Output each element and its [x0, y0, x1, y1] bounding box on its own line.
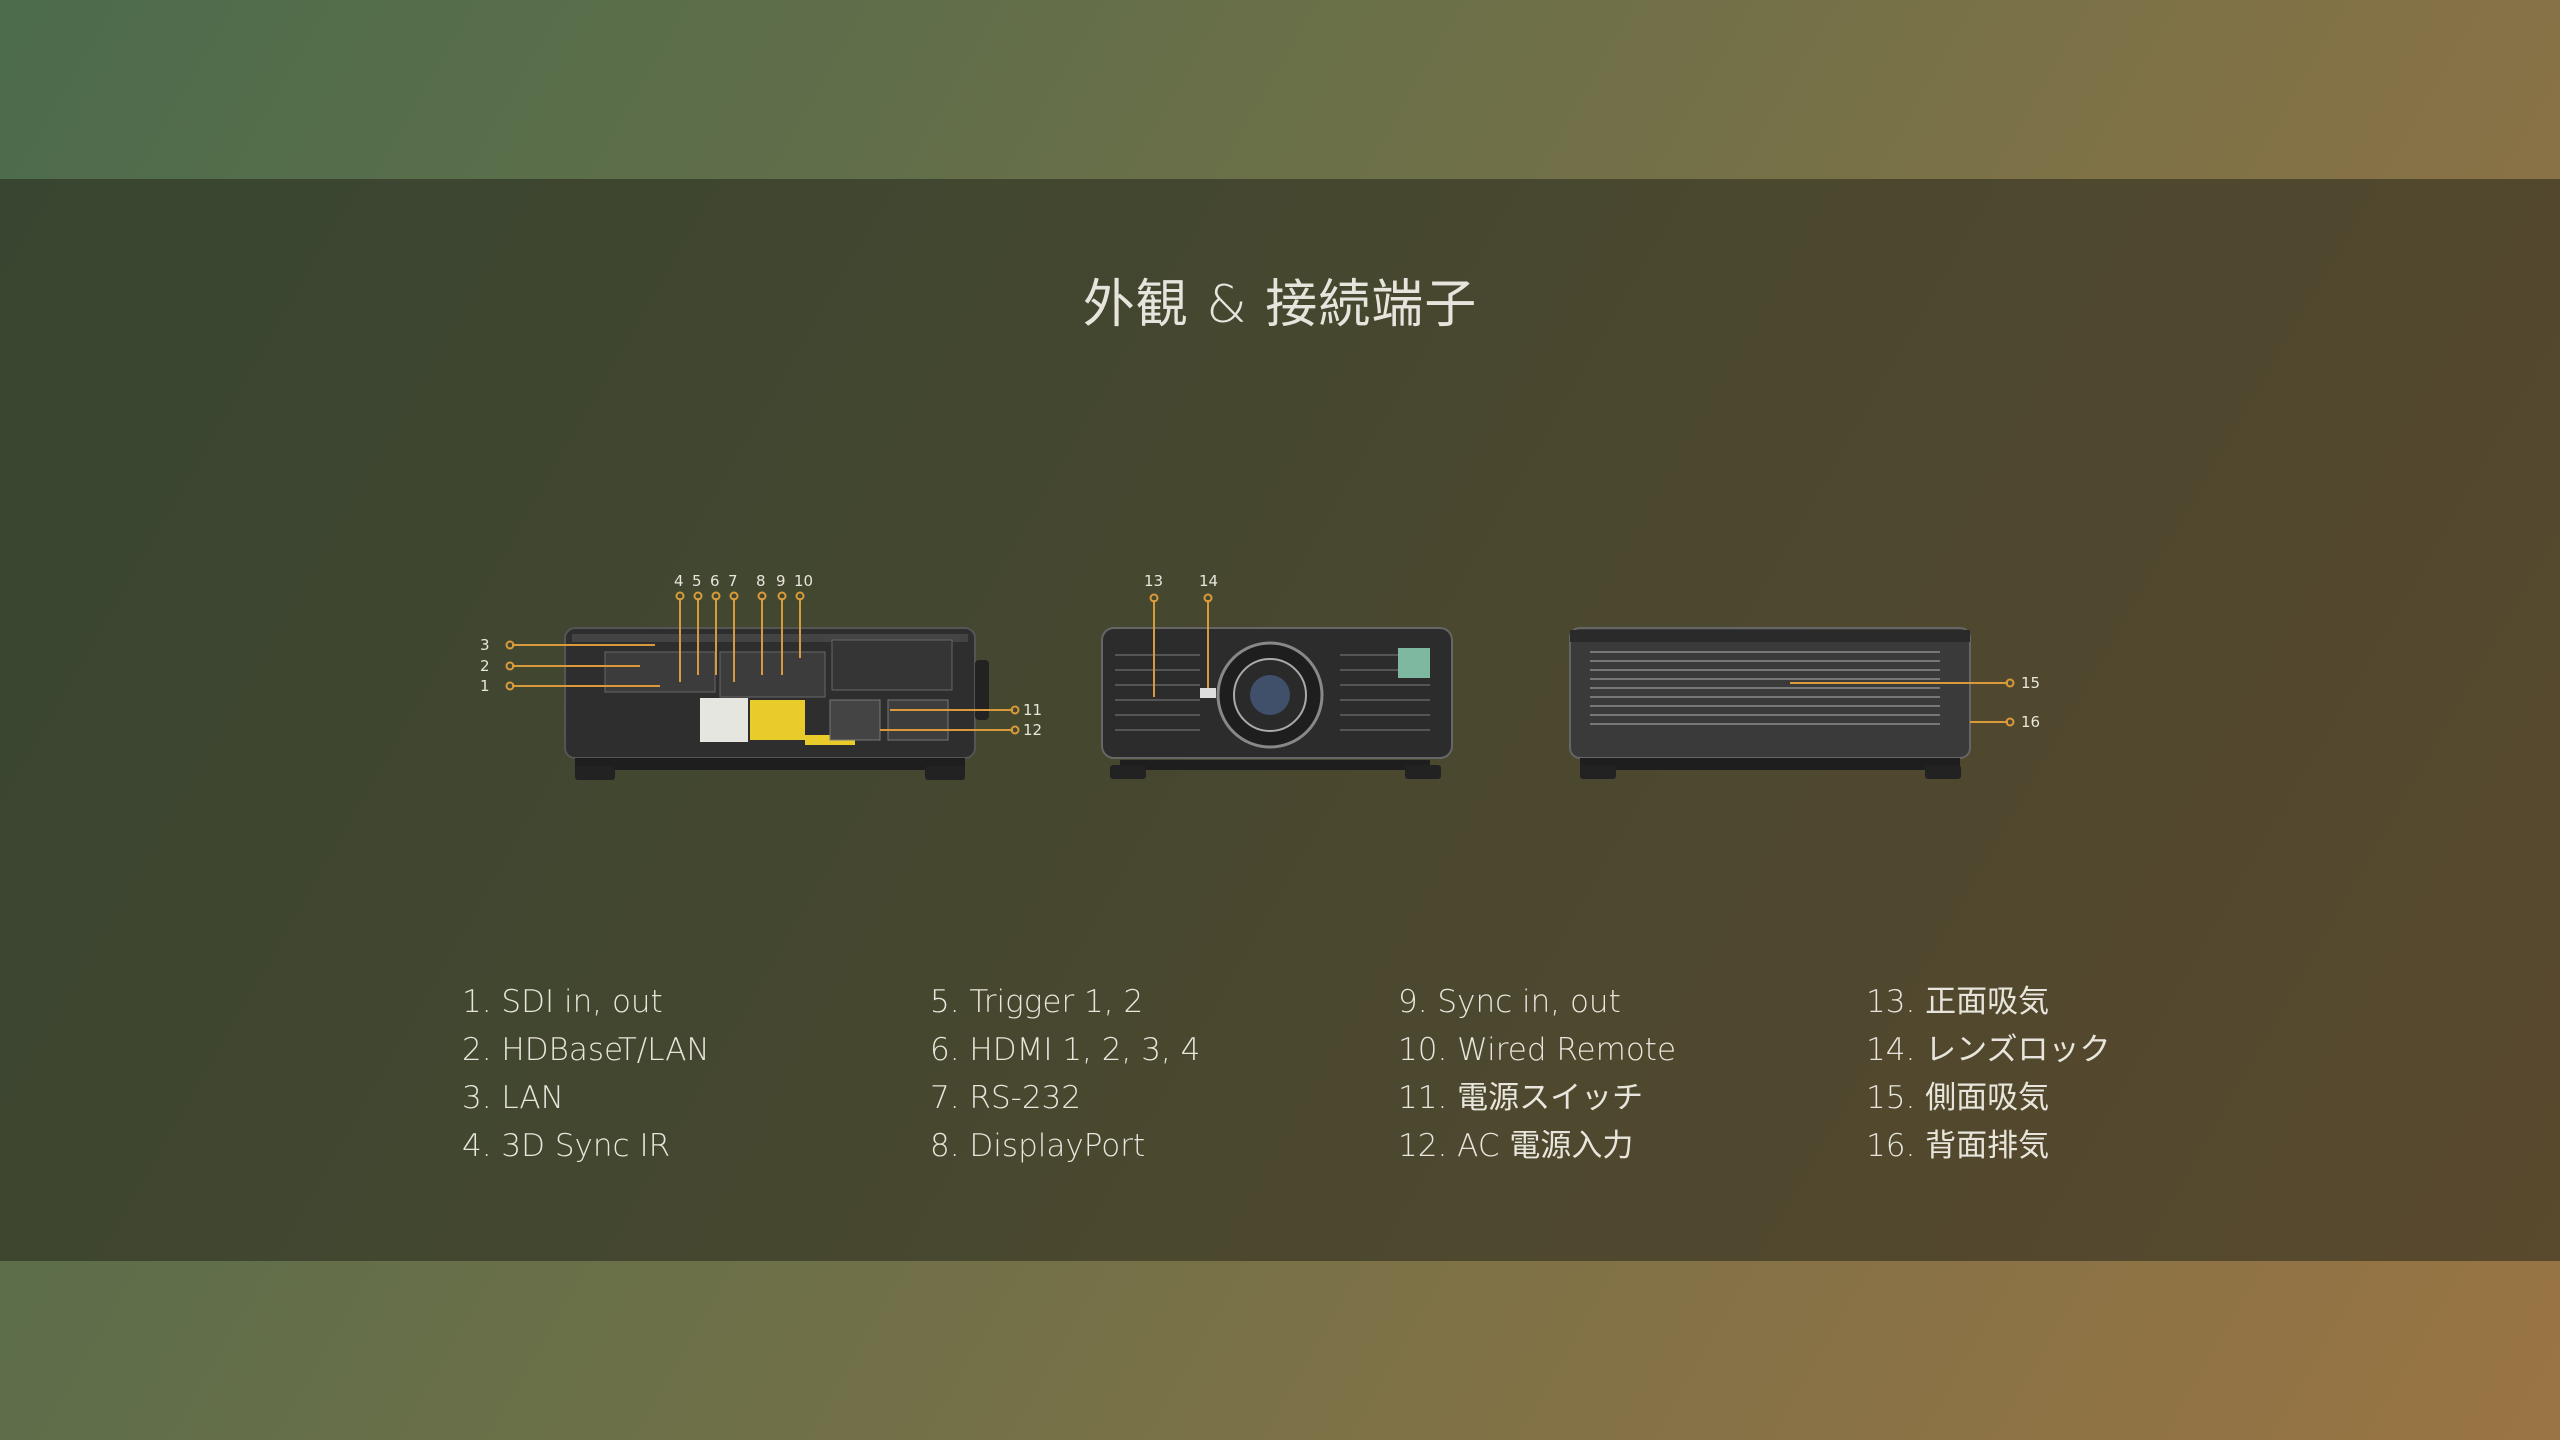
callout-6: 6	[710, 572, 720, 590]
list-item: 13. 正面吸気	[1866, 984, 2050, 1020]
callout-4: 4	[674, 572, 684, 590]
list-item: 6. HDMI 1, 2, 3, 4	[930, 1032, 1201, 1068]
callout-11: 11	[1023, 701, 1042, 719]
list-item: 12. AC 電源入力	[1398, 1128, 1634, 1164]
callout-9: 9	[776, 572, 786, 590]
list-item: 7. RS-232	[930, 1080, 1082, 1116]
list-item: 16. 背面排気	[1866, 1128, 2050, 1164]
callout-15: 15	[2021, 674, 2040, 692]
callout-14: 14	[1199, 572, 1218, 590]
callout-5: 5	[692, 572, 702, 590]
callout-3: 3	[480, 636, 490, 654]
feature-list: 1. SDI in, out 2. HDBaseT/LAN 3. LAN 4. …	[462, 978, 2162, 1170]
callout-12: 12	[1023, 721, 1042, 739]
list-item: 2. HDBaseT/LAN	[462, 1032, 710, 1068]
list-item: 10. Wired Remote	[1398, 1032, 1677, 1068]
list-item: 15. 側面吸気	[1866, 1080, 2050, 1116]
list-item: 4. 3D Sync IR	[462, 1128, 671, 1164]
projector-side-view: 15 16	[1569, 627, 2040, 779]
callout-7: 7	[728, 572, 738, 590]
list-item: 5. Trigger 1, 2	[930, 984, 1144, 1020]
list-item: 11. 電源スイッチ	[1398, 1080, 1644, 1116]
projector-rear-view: 1 2 3 4 5 6 7 8 9 10 11 12	[480, 572, 1042, 780]
projector-front-view: 13 14	[1101, 572, 1453, 779]
callout-10: 10	[794, 572, 813, 590]
list-item: 14. レンズロック	[1866, 1032, 2111, 1068]
list-item: 3. LAN	[462, 1080, 564, 1116]
page-title: 外観 & 接続端子	[1082, 275, 1478, 335]
callout-16: 16	[2021, 713, 2040, 731]
list-item: 8. DisplayPort	[930, 1128, 1146, 1164]
callout-1: 1	[480, 677, 490, 695]
list-item: 1. SDI in, out	[462, 984, 663, 1020]
callout-2: 2	[480, 657, 490, 675]
callout-13: 13	[1144, 572, 1163, 590]
list-item: 9. Sync in, out	[1398, 984, 1621, 1020]
callout-8: 8	[756, 572, 766, 590]
